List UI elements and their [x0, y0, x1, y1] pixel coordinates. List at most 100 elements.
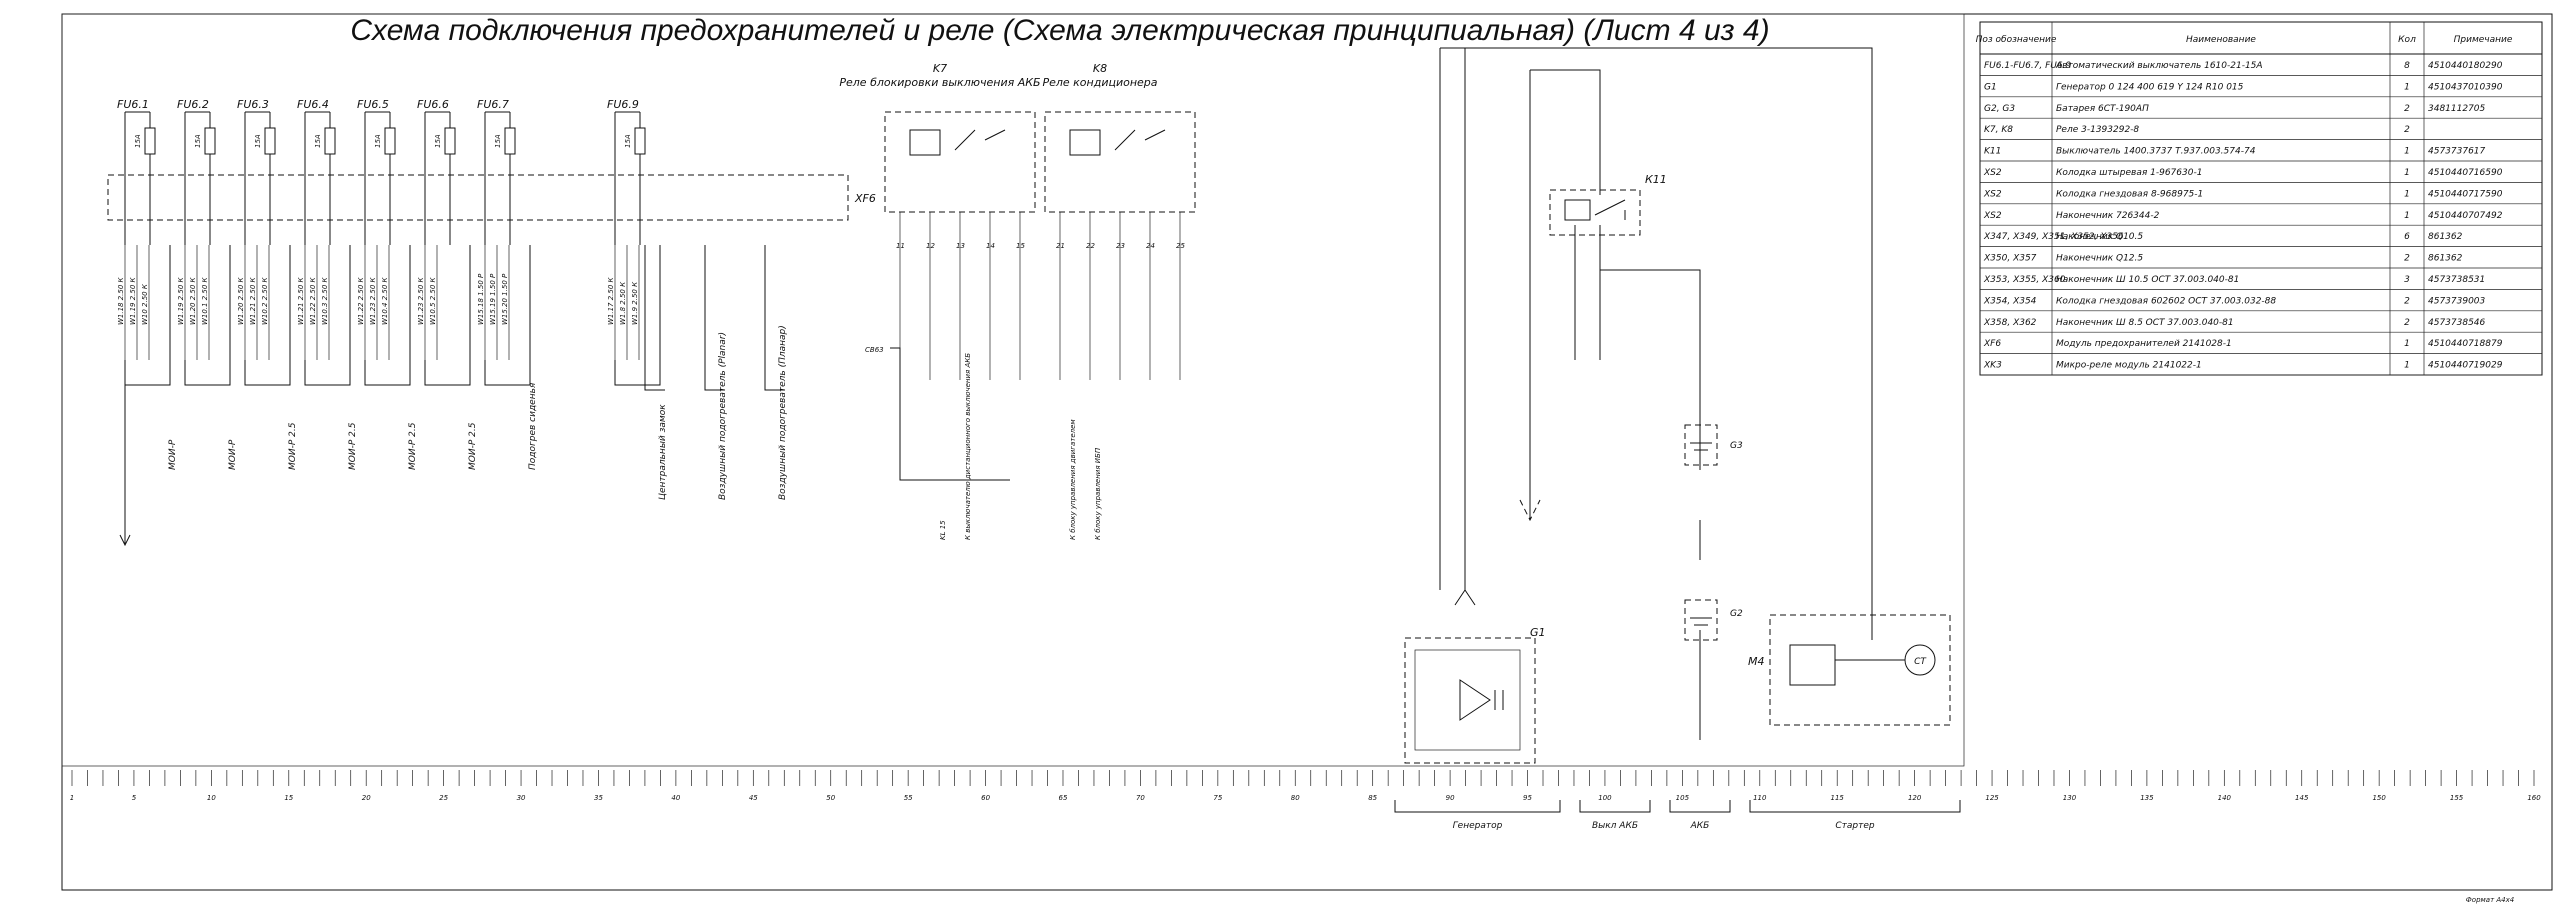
section-bracket	[1669, 800, 1731, 813]
fuse-wire	[124, 112, 151, 245]
wire-arrow-down	[119, 360, 131, 547]
ruler-number: 105	[1676, 794, 1690, 802]
extra-load-label: Воздушный подогреватель (Planar)	[718, 332, 728, 500]
section-label: Генератор	[1453, 821, 1503, 831]
battery-g2	[1684, 599, 1718, 641]
fuse-rating: 15А	[134, 134, 142, 148]
fuse-load-label: Подогрев сиденья	[528, 382, 538, 470]
bom-cell: X358, X362	[1983, 318, 2037, 328]
relay-name: Реле кондиционера	[1042, 76, 1157, 89]
relay-contacts	[1114, 129, 1166, 151]
fuse-wire-top	[305, 111, 331, 128]
bom-cell: XS2	[1983, 211, 2002, 221]
extra-load-wire	[644, 245, 665, 391]
bom-cell: Автоматический выключатель 1610-21-15А	[2055, 61, 2263, 71]
fuse-load-wire	[244, 245, 291, 386]
relay-pin: 13	[956, 242, 965, 250]
bom-cell: XK3	[1983, 361, 2002, 371]
fuse-wire	[424, 112, 451, 245]
relay-name: Реле блокировки выключения АКБ	[839, 76, 1040, 89]
section-label: Стартер	[1835, 821, 1875, 831]
relay-note: К блоку управления двигателем	[1069, 419, 1077, 540]
ruler-number: 65	[1059, 794, 1068, 802]
ruler-number: 125	[1985, 794, 1999, 802]
fuse-wire	[614, 112, 641, 245]
fuse-label: FU6.3	[237, 98, 269, 111]
relay-coil	[909, 129, 941, 156]
bom-cell: 861362	[2428, 232, 2463, 242]
relay-note: К выключателю дистанционного выключения …	[964, 353, 972, 540]
bom-cell: 1	[2404, 189, 2410, 199]
generator-label: G1	[1530, 626, 1546, 639]
bom-cell: 8	[2404, 61, 2410, 71]
bom-cell: 2	[2404, 318, 2410, 328]
ruler-number: 50	[826, 794, 835, 802]
bom-cell: K11	[1984, 147, 2001, 157]
format-label: Формат А4х4	[2466, 896, 2514, 904]
bom-cell: 4573737617	[2428, 147, 2486, 157]
starter-wires	[1835, 595, 1905, 661]
fuse-element	[204, 127, 216, 155]
wire-label: W10.4 2.50 К	[381, 276, 389, 325]
bom-cell: G2, G3	[1984, 104, 2015, 114]
ruler-number: 15	[284, 794, 293, 802]
relay-pin: 12	[926, 242, 935, 250]
bom-cell: 4510440717590	[2428, 189, 2503, 199]
fuse-load-label: МОИ-Р 2.5	[408, 422, 418, 470]
bom-cell: 4510437010390	[2428, 82, 2503, 92]
bom-cell: K7, K8	[1984, 125, 2013, 135]
generator-capacitor	[1494, 690, 1504, 710]
k11-label: К11	[1645, 173, 1667, 186]
ruler-number: 100	[1598, 794, 1612, 802]
fuse-load-wire	[364, 245, 411, 386]
fuse-rating: 15А	[434, 134, 442, 148]
relay-coil	[1069, 129, 1101, 156]
fuse-element	[634, 127, 646, 155]
fuse-block-xf6	[107, 174, 849, 221]
fuse-load-wire	[424, 245, 471, 386]
relay-note: KL 15	[939, 520, 947, 540]
bom-cell: 861362	[2428, 254, 2463, 264]
ruler-number: 80	[1291, 794, 1300, 802]
bom-cell: 4573739003	[2428, 296, 2486, 306]
bom-cell: Генератор 0 124 400 619 Y 124 R10 015	[2056, 82, 2244, 92]
fuse-rating: 15А	[494, 134, 502, 148]
fuse-label: FU6.1	[117, 98, 149, 111]
relay-pin: 15	[1016, 242, 1025, 250]
ruler-number: 95	[1523, 794, 1532, 802]
ground-wire	[890, 347, 1010, 481]
fuse-block-label: XF6	[854, 192, 876, 205]
fuse-wire-top	[485, 111, 511, 128]
bom-cell: XS2	[1983, 189, 2002, 199]
fuse-rating: 15А	[194, 134, 202, 148]
wire-label: W1.22 2.50 К	[357, 276, 365, 325]
bom-cell: Наконечник Ш 8.5 ОСТ 37.003.040-81	[2056, 318, 2234, 328]
fuse-wire-top	[245, 111, 271, 128]
wire-label: W1.23 2.50 К	[417, 276, 425, 325]
fuse-wire	[484, 112, 511, 245]
section-label: Выкл АКБ	[1592, 821, 1638, 831]
extra-load-wire	[704, 245, 725, 391]
ruler-number: 70	[1136, 794, 1145, 802]
fuse-load-wire	[304, 245, 351, 386]
wire-label: W10.3 2.50 К	[321, 276, 329, 325]
bom-header: Кол	[2398, 35, 2416, 45]
relay-pin: 14	[986, 242, 995, 250]
bom-cell: 1	[2404, 339, 2410, 349]
bom-cell: 1	[2404, 147, 2410, 157]
bom-cell: Микро-реле модуль 2141022-1	[2056, 361, 2202, 371]
ruler-number: 75	[1213, 794, 1222, 802]
bom-cell: Наконечник 726344-2	[2056, 211, 2160, 221]
ruler-number: 20	[362, 794, 371, 802]
bom-cell: 3	[2404, 275, 2410, 285]
fuse-rating: 15А	[624, 134, 632, 148]
ruler-number: 55	[904, 794, 913, 802]
bom-cell: Колодка гнездовая 8-968975-1	[2056, 189, 2203, 199]
wire-k11-out	[1574, 225, 1701, 420]
bom-cell: Колодка гнездовая 602602 ОСТ 37.003.032-…	[2056, 296, 2276, 306]
